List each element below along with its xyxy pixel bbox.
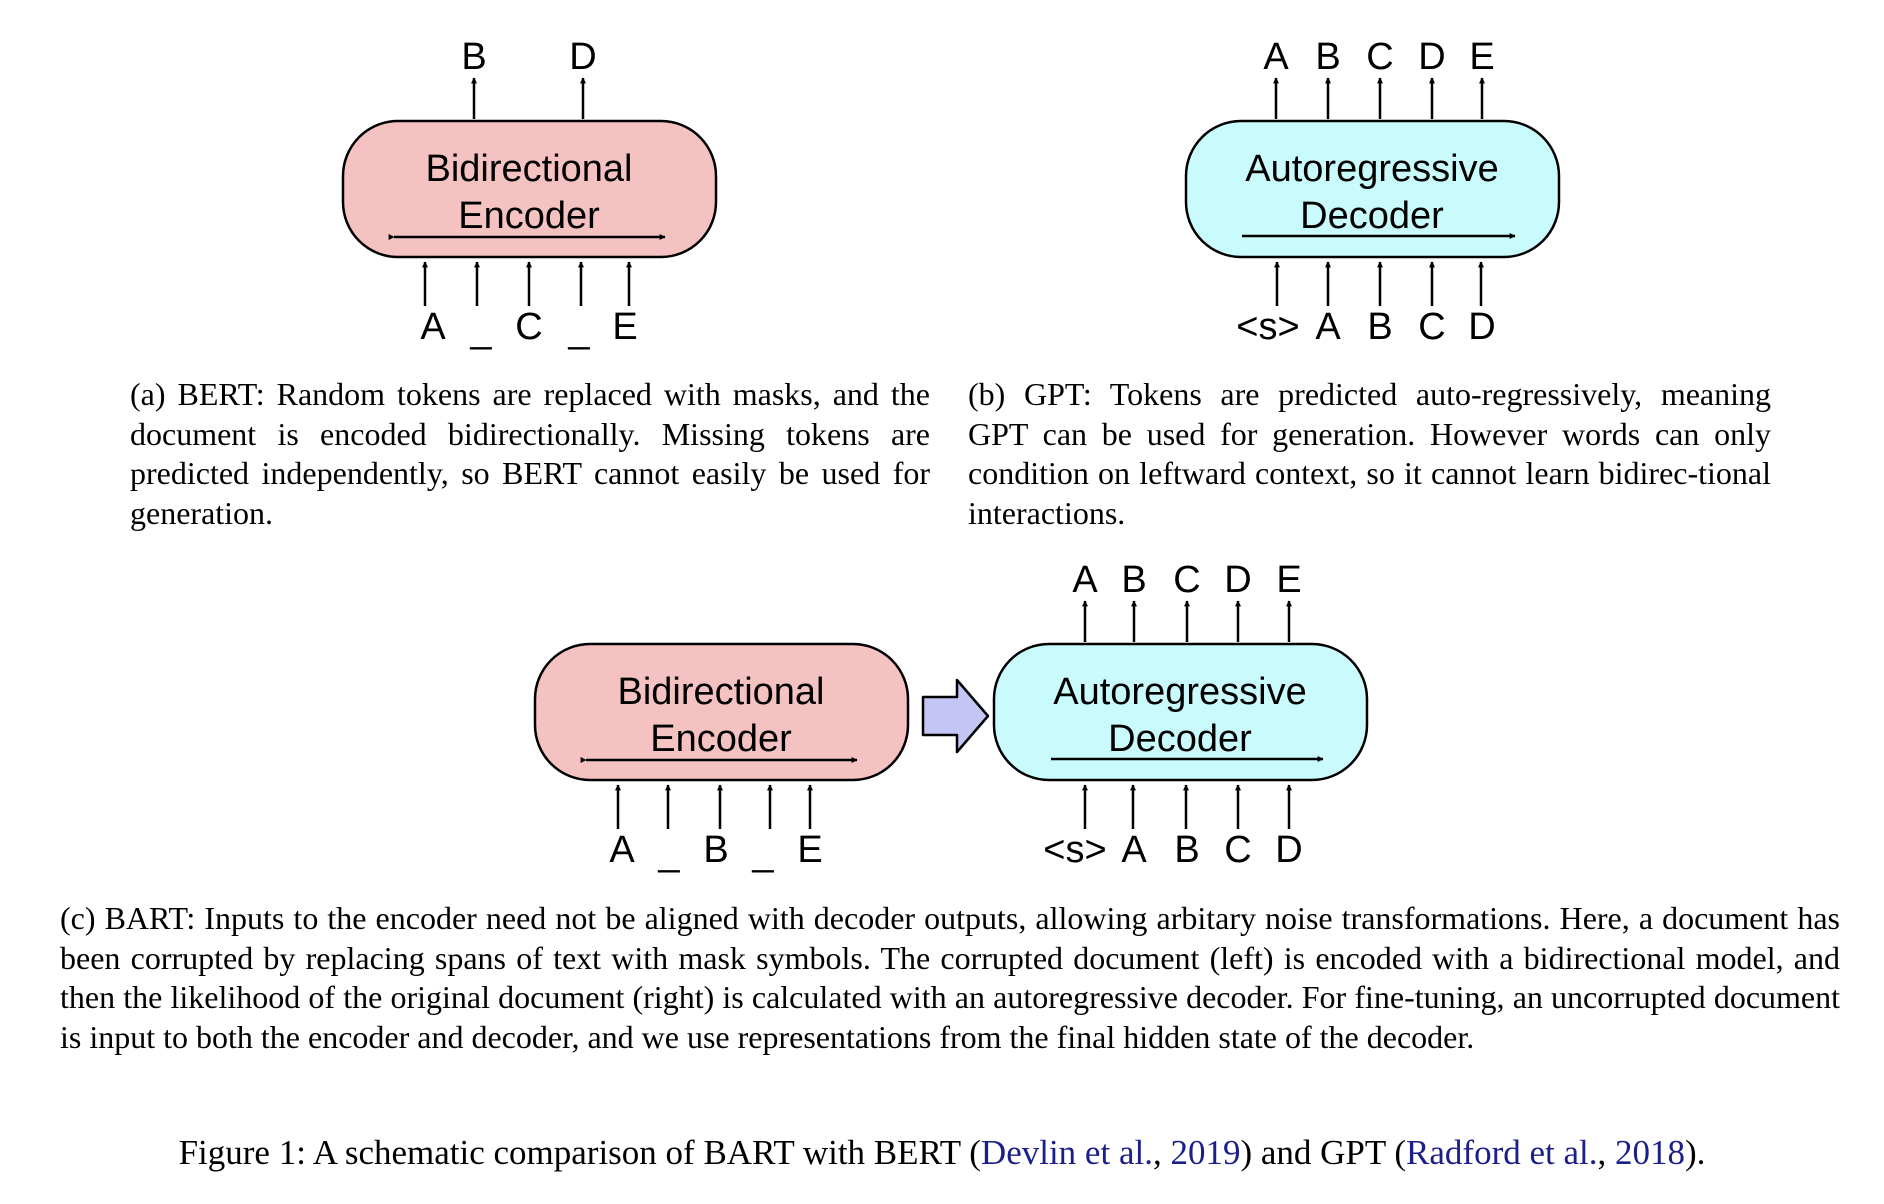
caption-b-gpt: (b) GPT: Tokens are predicted auto-regre… <box>968 376 1771 531</box>
bart-decoder-input-token: D <box>1275 829 1302 871</box>
bart-encoder-input-token: B <box>703 829 728 871</box>
bert-output-token: D <box>569 36 596 78</box>
gpt-input-token: <s> <box>1236 306 1299 348</box>
gpt-decoder-label-line1: Autoregressive <box>1245 148 1498 190</box>
citation-radford-link[interactable]: Radford et al. <box>1406 1133 1598 1172</box>
bert-input-token: _ <box>567 309 590 351</box>
bert-input-token: _ <box>469 309 492 351</box>
panel-c-bart: Bidirectional Encoder A _ B _ E Autoregr… <box>533 559 1369 874</box>
bart-decoder-output-token: A <box>1072 559 1098 601</box>
encoder-to-decoder-arrow-icon <box>921 678 990 754</box>
bart-decoder-label-line1: Autoregressive <box>1053 671 1306 713</box>
bart-encoder-input-token: _ <box>751 832 774 874</box>
citation-radford-year-link[interactable]: 2018 <box>1615 1133 1686 1172</box>
gpt-input-token: B <box>1367 306 1392 348</box>
panel-a-bert: Bidirectional Encoder B D A _ C _ E <box>341 36 718 351</box>
gpt-output-token: A <box>1263 36 1289 78</box>
bert-output-token: B <box>461 36 486 78</box>
bart-encoder-label-line2: Encoder <box>650 718 792 760</box>
gpt-output-token: D <box>1418 36 1445 78</box>
gpt-output-token: E <box>1469 36 1494 78</box>
bart-encoder-box <box>533 642 910 782</box>
bart-decoder-label-line2: Decoder <box>1108 718 1252 760</box>
figure-caption-middle: ) and GPT ( <box>1240 1133 1407 1172</box>
figure-caption-prefix: Figure 1: A schematic comparison of BART… <box>178 1133 981 1172</box>
caption-a-bert: (a) BERT: Random tokens are replaced wit… <box>130 376 930 531</box>
bart-decoder-output-token: B <box>1121 559 1146 601</box>
bert-encoder-label-line2: Encoder <box>458 195 600 237</box>
gpt-input-token: D <box>1468 306 1495 348</box>
bart-encoder-input-token: _ <box>657 832 680 874</box>
figure-caption-suffix: ). <box>1685 1133 1706 1172</box>
bert-input-token: C <box>515 306 542 348</box>
bart-decoder-input-token: <s> <box>1043 829 1106 871</box>
citation-devlin-year-link[interactable]: 2019 <box>1170 1133 1241 1172</box>
bart-decoder-input-token: A <box>1121 829 1147 871</box>
bart-encoder-input-token: A <box>609 829 635 871</box>
caption-c-bart: (c) BART: Inputs to the encoder need not… <box>60 900 1840 1055</box>
bart-encoder-input-token: E <box>797 829 822 871</box>
figure-caption-separator: , <box>1152 1133 1171 1172</box>
figure-caption: Figure 1: A schematic comparison of BART… <box>0 1133 1884 1173</box>
bart-decoder-output-token: C <box>1173 559 1200 601</box>
citation-devlin-link[interactable]: Devlin et al. <box>980 1133 1153 1172</box>
bert-input-token: A <box>420 306 446 348</box>
gpt-input-token: C <box>1418 306 1445 348</box>
gpt-input-token: A <box>1315 306 1341 348</box>
gpt-output-token: C <box>1366 36 1393 78</box>
bart-decoder-output-token: E <box>1276 559 1301 601</box>
gpt-output-token: B <box>1315 36 1340 78</box>
bart-decoder-box <box>992 642 1369 782</box>
bart-decoder-output-token: D <box>1224 559 1251 601</box>
figure-caption-separator: , <box>1597 1133 1616 1172</box>
bert-encoder-label-line1: Bidirectional <box>426 148 633 190</box>
bart-decoder-input-token: B <box>1174 829 1199 871</box>
gpt-decoder-label-line2: Decoder <box>1300 195 1444 237</box>
bert-input-token: E <box>612 306 637 348</box>
panel-b-gpt: Autoregressive Decoder A B C D E <s> A B… <box>1184 36 1561 348</box>
bart-decoder-input-token: C <box>1224 829 1251 871</box>
gpt-decoder-box <box>1184 119 1561 259</box>
bart-encoder-label-line1: Bidirectional <box>618 671 825 713</box>
bert-encoder-box <box>341 119 718 259</box>
